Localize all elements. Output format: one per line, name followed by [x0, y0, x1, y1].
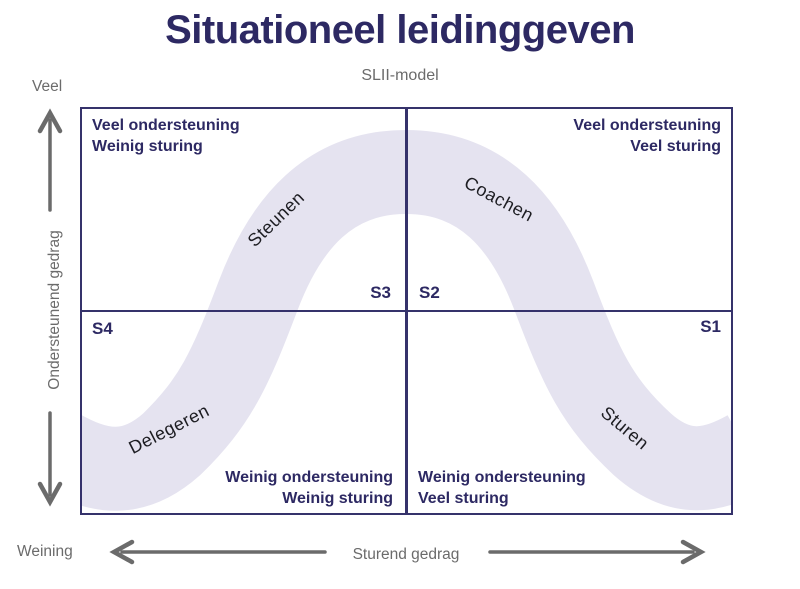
stage-label-s1: S1	[700, 317, 721, 336]
arrow-down-icon	[37, 411, 63, 507]
x-axis-title: Sturend gedrag	[352, 546, 460, 563]
heading-line: Weinig sturing	[92, 137, 203, 155]
heading-line: Veel ondersteuning	[92, 117, 240, 134]
heading-line: Weinig ondersteuning	[225, 469, 393, 486]
heading-line: Veel sturing	[630, 137, 721, 155]
heading-line: Weinig ondersteuning	[418, 469, 586, 486]
quadrant-heading-bottom-right: Weinig ondersteuning Veel sturing	[418, 468, 586, 509]
quadrant-heading-top-right: Veel ondersteuning Veel sturing	[573, 116, 721, 157]
arrow-right-icon	[488, 539, 706, 565]
quadrant-heading-bottom-left: Weinig ondersteuning Weinig sturing	[225, 468, 393, 509]
heading-line: Veel sturing	[418, 489, 509, 507]
y-axis-title: Ondersteunend gedrag	[46, 230, 63, 390]
heading-line: Veel ondersteuning	[573, 117, 721, 134]
stage-label-s4: S4	[92, 319, 113, 338]
heading-line: Weinig sturing	[282, 489, 393, 507]
arrow-left-icon	[109, 539, 327, 565]
stage-label-s2: S2	[419, 283, 440, 302]
arrow-up-icon	[37, 108, 63, 212]
page-title: Situationeel leidinggeven	[165, 8, 635, 52]
matrix-horizontal-divider	[80, 309, 733, 312]
y-axis-min-label: Weining	[17, 543, 73, 560]
quadrant-heading-top-left: Veel ondersteuning Weinig sturing	[92, 116, 240, 157]
y-axis-max-label: Veel	[32, 78, 63, 95]
stage-label-s3: S3	[370, 283, 391, 302]
subtitle: SLII-model	[361, 67, 439, 84]
